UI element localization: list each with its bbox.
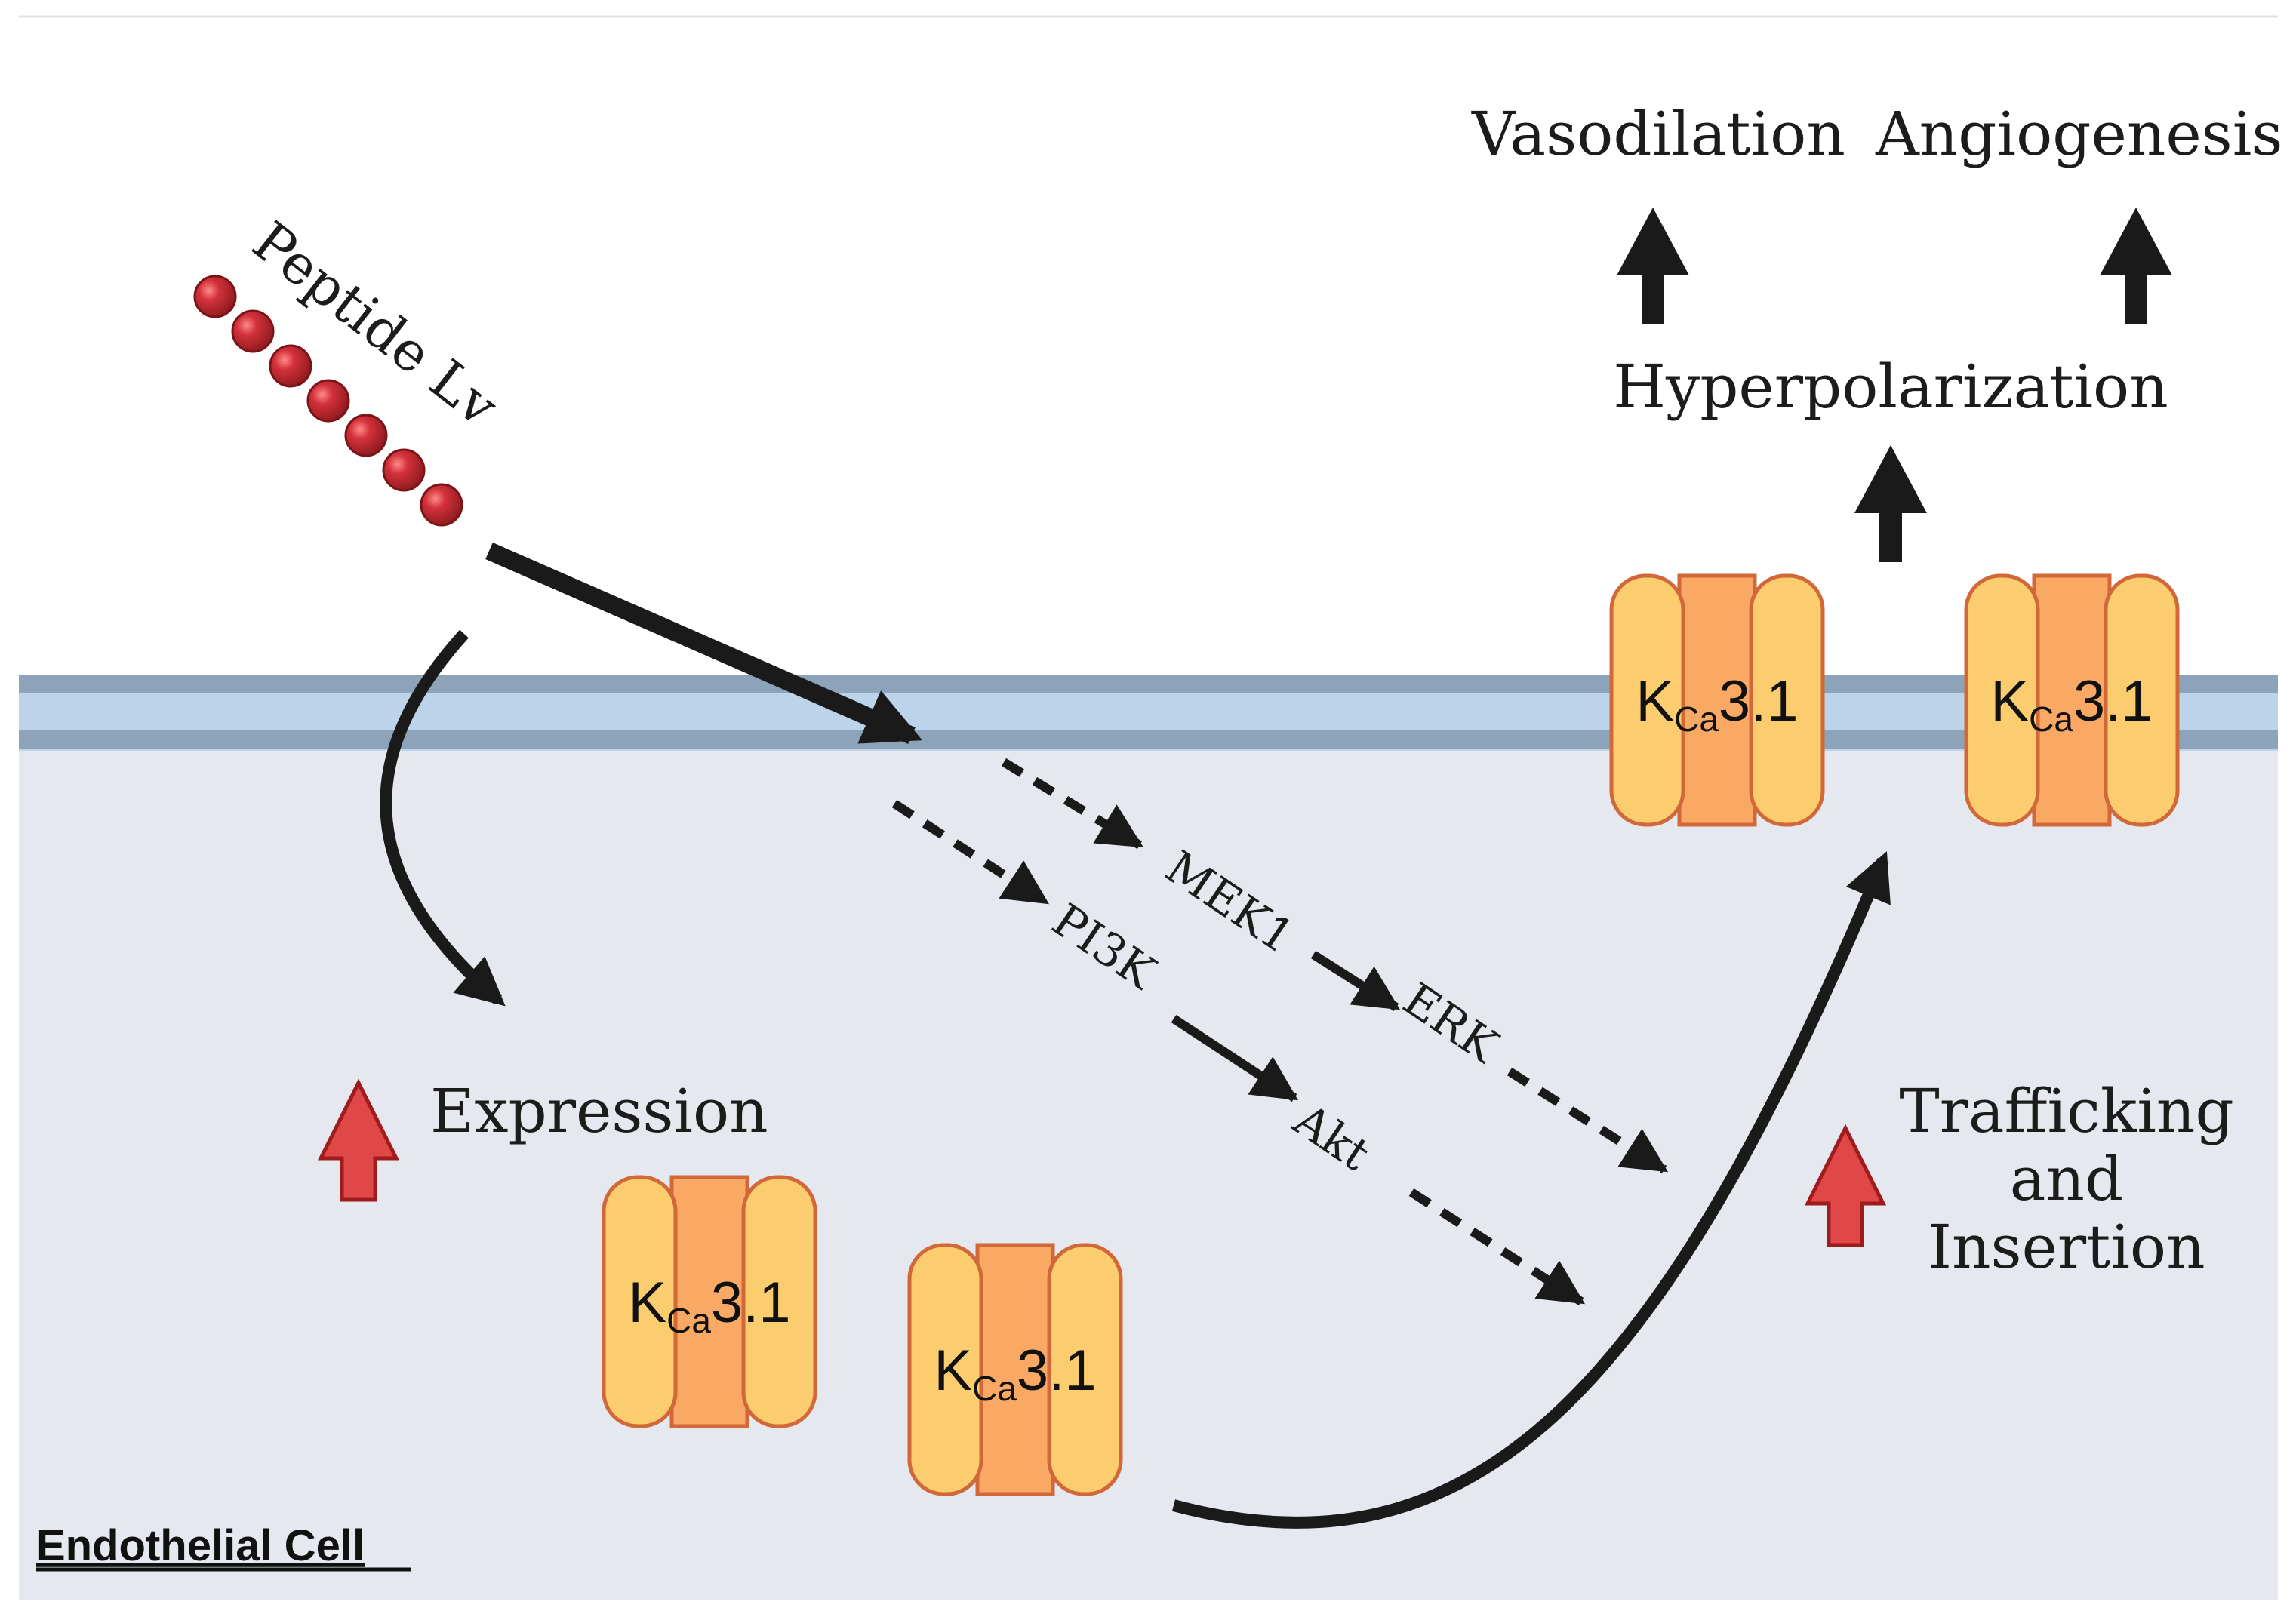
peptide-bead: [306, 379, 350, 423]
angiogenesis-label: Angiogenesis: [1875, 99, 2282, 169]
peptide-binding-arrow: [485, 543, 923, 744]
svg-text:KCa3.1: KCa3.1: [1636, 669, 1798, 739]
trafficking-up-arrow: [1804, 1124, 1887, 1247]
trafficking-label-line1: Trafficking: [1899, 1076, 2233, 1146]
expression-up-arrow: [317, 1078, 400, 1202]
cytoplasm: [19, 747, 2278, 1600]
arrow-erk-to-trafficking: [1507, 1067, 1669, 1174]
peptide-bead: [231, 309, 275, 353]
peptide-bead: [269, 344, 312, 388]
arrow-mek1-to-erk: [1310, 950, 1401, 1012]
svg-text:KCa3.1: KCa3.1: [1990, 669, 2153, 739]
trafficking-label-line2: and: [2010, 1144, 2123, 1214]
trafficking-curved-arrow: [1171, 851, 1891, 1529]
cell-membrane: [19, 675, 2278, 751]
peptide-bead: [420, 483, 463, 527]
peptide-label: Peptide Lv: [242, 209, 510, 438]
expression-curved-arrow: [380, 629, 506, 1007]
hyperpolarization-label: Hyperpolarization: [1613, 352, 2168, 422]
endothelial-cell-label: Endothelial Cell: [36, 1521, 365, 1570]
arrow-pi3k-to-akt: [1171, 1014, 1299, 1102]
cytoplasm-channel-left: KCa3.1: [604, 1177, 815, 1426]
arrow-to-mek1: [1001, 758, 1144, 850]
peptide-bead: [344, 414, 388, 457]
hyperpolarization-up-arrow: [1854, 445, 1927, 562]
membrane-channel-left: KCa3.1: [1611, 576, 1823, 825]
peptide-bead: [382, 448, 426, 492]
arrow-to-pi3k: [891, 799, 1050, 906]
vasodilation-label: Vasodilation: [1471, 99, 1845, 169]
trafficking-label-line3: Insertion: [1928, 1212, 2205, 1282]
angiogenesis-up-arrow: [2100, 208, 2172, 324]
cytoplasm-channel-right: KCa3.1: [909, 1245, 1121, 1494]
svg-text:KCa3.1: KCa3.1: [628, 1271, 790, 1340]
svg-text:KCa3.1: KCa3.1: [934, 1339, 1096, 1408]
expression-label: Expression: [430, 1076, 768, 1146]
vasodilation-up-arrow: [1617, 208, 1689, 324]
membrane-channel-right: KCa3.1: [1966, 576, 2178, 825]
peptide-lv-beads: [193, 275, 463, 527]
peptide-bead: [193, 275, 237, 318]
